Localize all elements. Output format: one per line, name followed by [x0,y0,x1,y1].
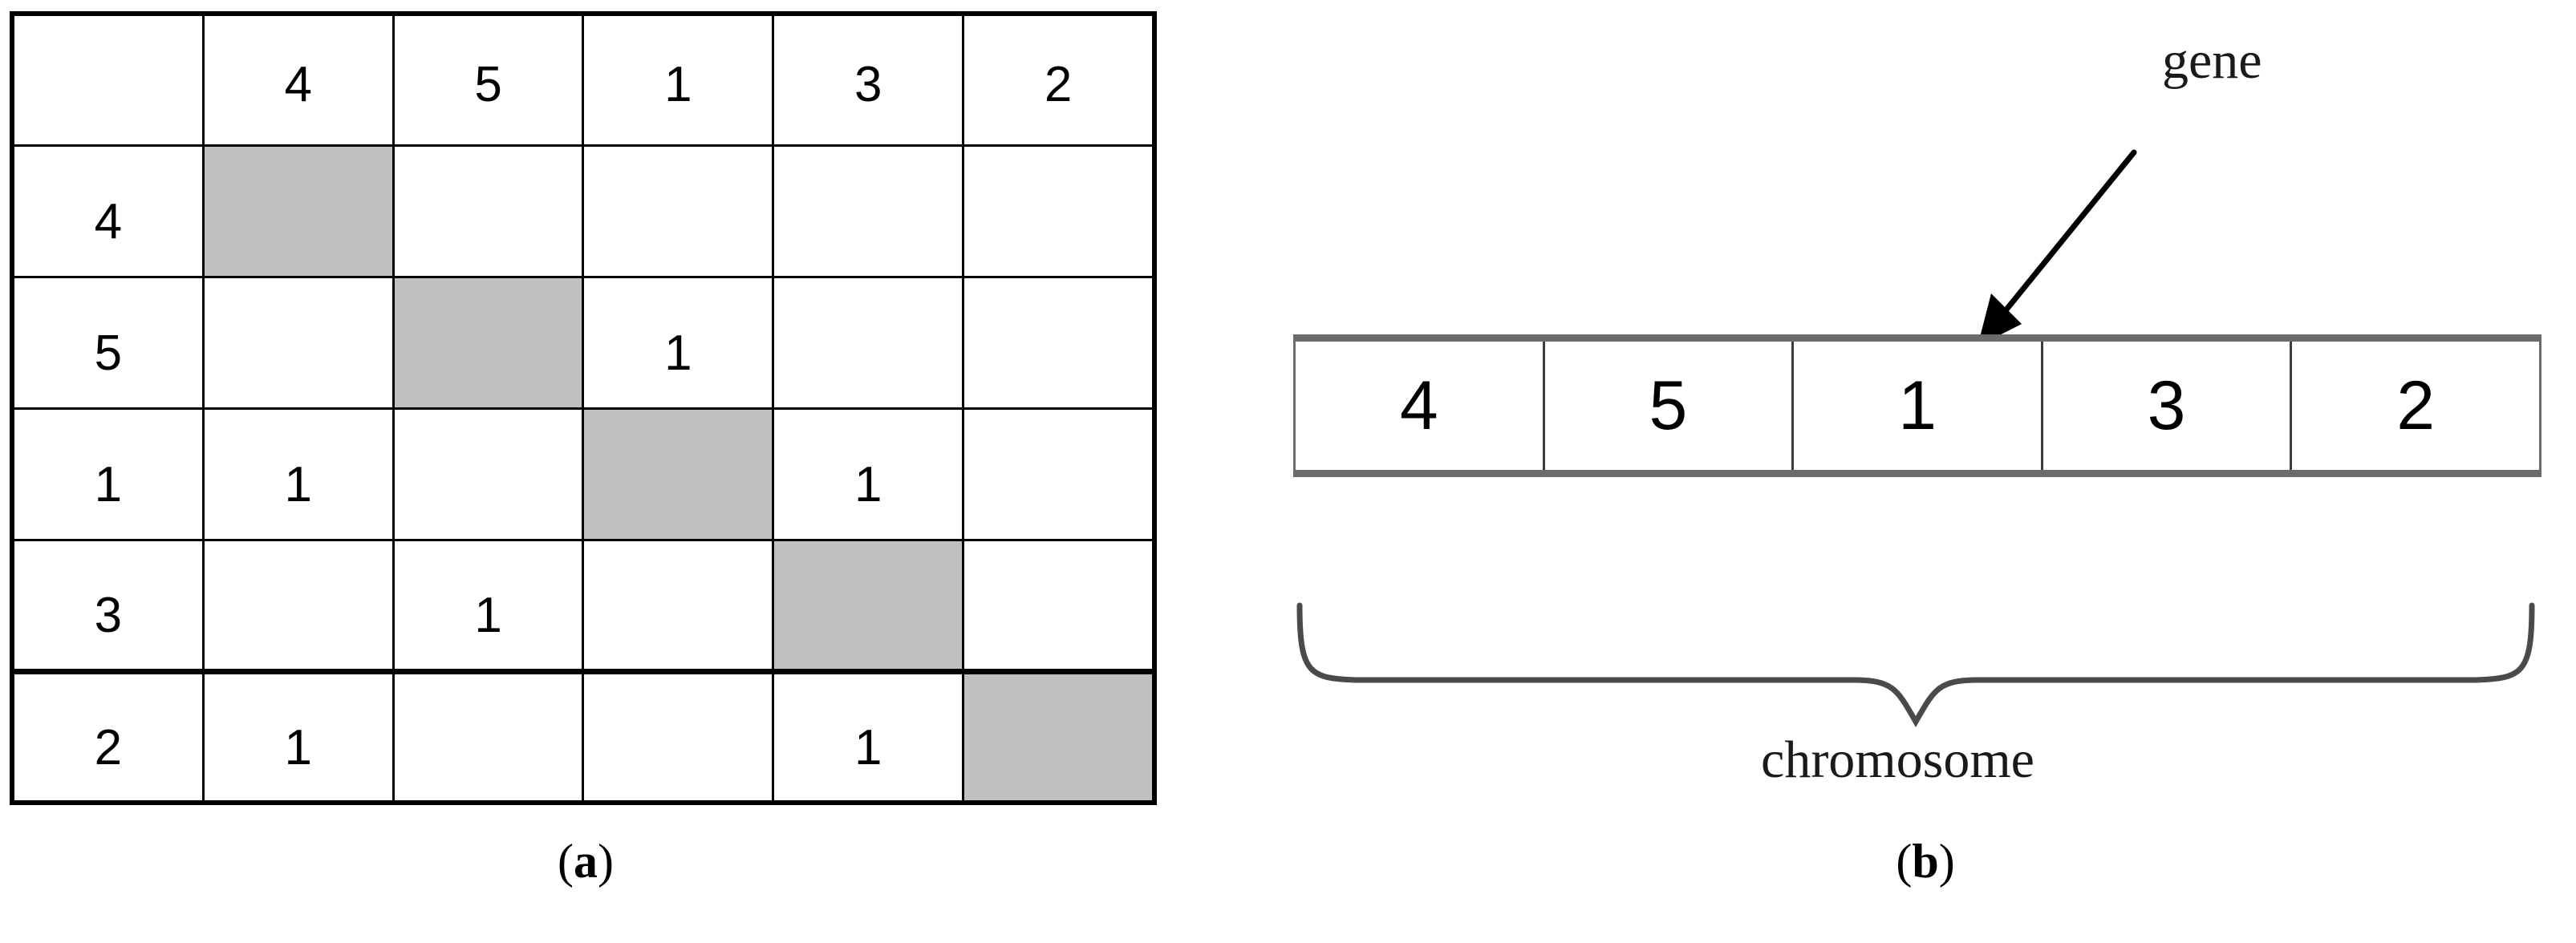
column-header-label: 2 [1044,56,1073,112]
caption-paren-close: ) [598,835,614,888]
matrix-cell-value: 1 [854,457,882,512]
matrix-cell-4-4-diagonal [962,668,1156,804]
gene-cell-0[interactable]: 4 [1296,342,1545,470]
row-header-3: 3 [10,538,205,673]
matrix-cell-4-1 [391,668,585,804]
matrix-cell-3-3-diagonal [772,538,965,673]
gene-cell-2[interactable]: 1 [1794,342,2043,470]
matrix-cell-1-1-diagonal [391,275,585,410]
matrix-cell-2-0: 1 [201,407,395,541]
column-header-0: 4 [201,12,395,147]
row-header-1: 5 [10,275,205,410]
chromosome-brace-icon [1296,602,2535,728]
matrix-cell-2-3: 1 [772,407,965,541]
gene-cell-4[interactable]: 2 [2292,342,2539,470]
column-header-label: 1 [664,56,692,112]
matrix-cell-value: 1 [474,588,502,643]
row-header-label: 2 [94,720,123,776]
caption-letter: b [1912,835,1939,888]
matrix-cell-0-1 [391,144,585,278]
row-header-label: 3 [94,588,123,643]
table-header-row: 4 5 1 3 2 [10,12,1156,147]
matrix-cell-0-4 [962,144,1156,278]
column-header-1: 5 [391,12,585,147]
matrix-cell-3-0 [201,538,395,673]
matrix-cell-value: 1 [664,326,692,381]
column-header-label: 3 [854,56,882,112]
caption-paren-open: ( [558,835,574,888]
matrix-cell-0-3 [772,144,965,278]
table-row: 4 [10,144,1156,278]
matrix-cell-0-2 [582,144,775,278]
gene-pointer-arrow-icon [1978,149,2137,346]
matrix-corner-cell [10,12,205,147]
column-header-label: 4 [284,56,312,112]
column-header-label: 5 [474,56,502,112]
matrix-cell-1-4 [962,275,1156,410]
matrix-cell-4-2 [582,668,775,804]
matrix-cell-3-1: 1 [391,538,585,673]
panel-a-matrix: 4 5 1 3 2 4 [0,0,1219,943]
gene-value: 4 [1399,366,1438,444]
caption-letter: a [574,835,598,888]
row-header-label: 1 [94,457,123,512]
adjacency-matrix-table: 4 5 1 3 2 4 [10,11,1157,805]
matrix-cell-value: 1 [854,720,882,776]
matrix-cell-3-2 [582,538,775,673]
matrix-cell-0-0-diagonal [201,144,395,278]
gene-cell-1[interactable]: 5 [1545,342,1795,470]
row-header-4: 2 [10,668,205,804]
table-row: 5 1 [10,275,1156,410]
table-row: 2 1 1 [10,668,1156,804]
matrix-cell-2-4 [962,407,1156,541]
gene-annotation-label: gene [2162,31,2262,90]
panel-b-caption: (b) [1284,834,2567,889]
table-row: 1 1 1 [10,407,1156,541]
chromosome-brace-label: chromosome [1761,731,2034,789]
matrix-cell-3-4 [962,538,1156,673]
gene-value: 3 [2147,366,2186,444]
row-header-2: 1 [10,407,205,541]
gene-value: 2 [2396,366,2436,444]
matrix-cell-2-2-diagonal [582,407,775,541]
column-header-2: 1 [582,12,775,147]
row-header-0: 4 [10,144,205,278]
column-header-3: 3 [772,12,965,147]
caption-paren-open: ( [1896,835,1913,888]
matrix-cell-1-0 [201,275,395,410]
gene-value: 5 [1649,366,1688,444]
row-header-label: 4 [94,194,123,249]
gene-cell-3[interactable]: 3 [2043,342,2293,470]
caption-paren-close: ) [1938,835,1955,888]
matrix-cell-value: 1 [284,720,312,776]
matrix-cell-2-1 [391,407,585,541]
gene-value: 1 [1898,366,1937,444]
panel-b-chromosome: gene 4 5 1 3 [1219,0,2576,943]
matrix-cell-4-3: 1 [772,668,965,804]
matrix-cell-value: 1 [284,457,312,512]
matrix-cell-1-2: 1 [582,275,775,410]
matrix-cell-4-0: 1 [201,668,395,804]
column-header-4: 2 [962,12,1156,147]
panel-a-caption: (a) [0,834,1171,889]
matrix-cell-1-3 [772,275,965,410]
row-header-label: 5 [94,326,123,381]
chromosome-strip: 4 5 1 3 2 [1293,334,2542,477]
table-row: 3 1 [10,538,1156,673]
